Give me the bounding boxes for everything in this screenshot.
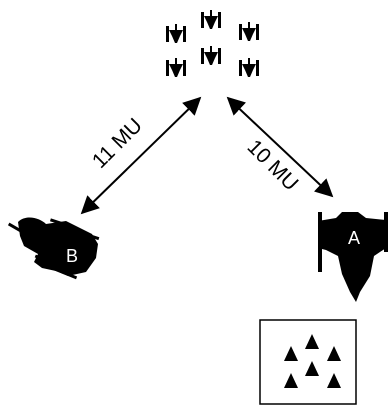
ship-a: A	[318, 212, 388, 302]
token-box-frame	[259, 319, 357, 405]
ship-b-letter: B	[66, 246, 78, 266]
distance-arrow-left	[80, 96, 202, 215]
ship-b: B	[7, 217, 100, 280]
fighter-icon	[166, 24, 186, 43]
distance-label-left: 11 MU	[88, 114, 147, 173]
ship-a-letter: A	[348, 228, 360, 248]
fighter-formation	[166, 10, 259, 77]
ship-b-icon	[7, 217, 100, 280]
distance-arrow-right	[226, 96, 334, 198]
ship-a-icon	[318, 212, 388, 302]
token-box	[259, 319, 357, 405]
fighter-icon	[239, 22, 259, 41]
distance-label-right: 10 MU	[243, 135, 303, 195]
fighter-icon	[201, 46, 221, 65]
fighter-icon	[201, 10, 221, 29]
fighter-icon	[239, 58, 259, 77]
fighter-icon	[166, 58, 186, 77]
